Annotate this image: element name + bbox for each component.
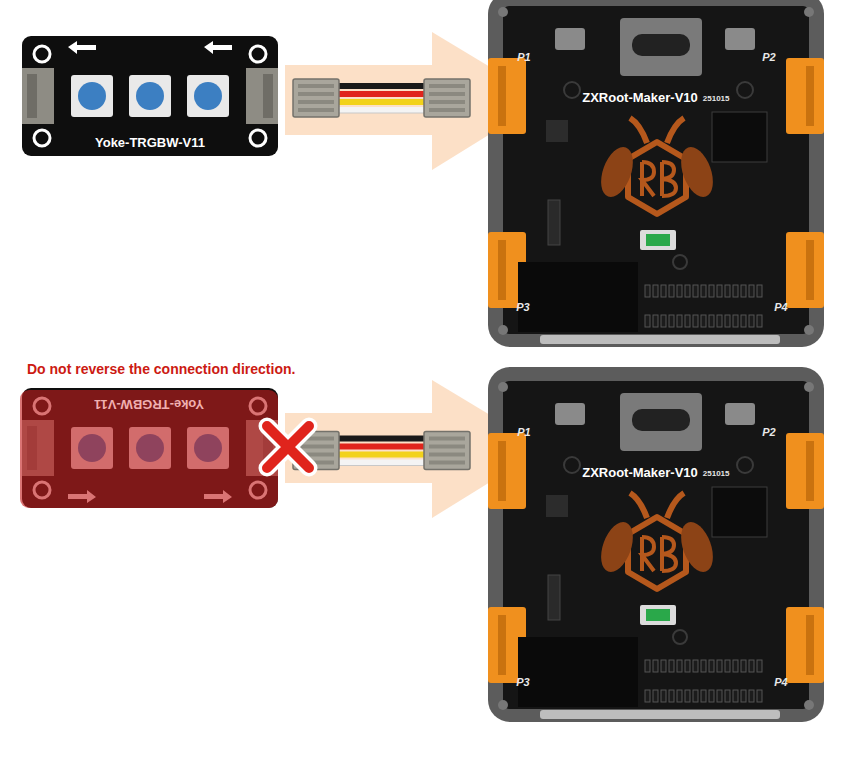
cable-connector bbox=[293, 79, 470, 117]
port-label: P3 bbox=[516, 301, 529, 314]
port-label: P4 bbox=[774, 676, 787, 689]
port-label: P3 bbox=[516, 676, 529, 689]
cable-connector bbox=[293, 432, 470, 470]
controller-board: ZXRoot-Maker-V10 251015 P1 P2P3 P4 bbox=[490, 375, 822, 705]
date-code: 251015 bbox=[703, 469, 730, 478]
port-label: P2 bbox=[762, 426, 775, 439]
module-board: Yoke-TRGBW-V11 bbox=[22, 36, 278, 156]
port-label: P1 bbox=[517, 51, 530, 64]
controller-board: ZXRoot-Maker-V10 251015 P1 P2P3 P4 bbox=[490, 0, 822, 345]
module-name: Yoke-TRGBW-V11 bbox=[94, 396, 204, 411]
port-label: P1 bbox=[517, 426, 530, 439]
warning-note: Do not reverse the connection direction. bbox=[27, 361, 295, 377]
board-name: ZXRoot-Maker-V10 bbox=[582, 91, 698, 106]
board-name: ZXRoot-Maker-V10 bbox=[582, 466, 698, 481]
port-label: P2 bbox=[762, 51, 775, 64]
module-name: Yoke-TRGBW-V11 bbox=[95, 136, 205, 151]
port-label: P4 bbox=[774, 301, 787, 314]
date-code: 251015 bbox=[703, 94, 730, 103]
module-board-reversed: Yoke-TRGBW-V11 bbox=[20, 390, 278, 507]
